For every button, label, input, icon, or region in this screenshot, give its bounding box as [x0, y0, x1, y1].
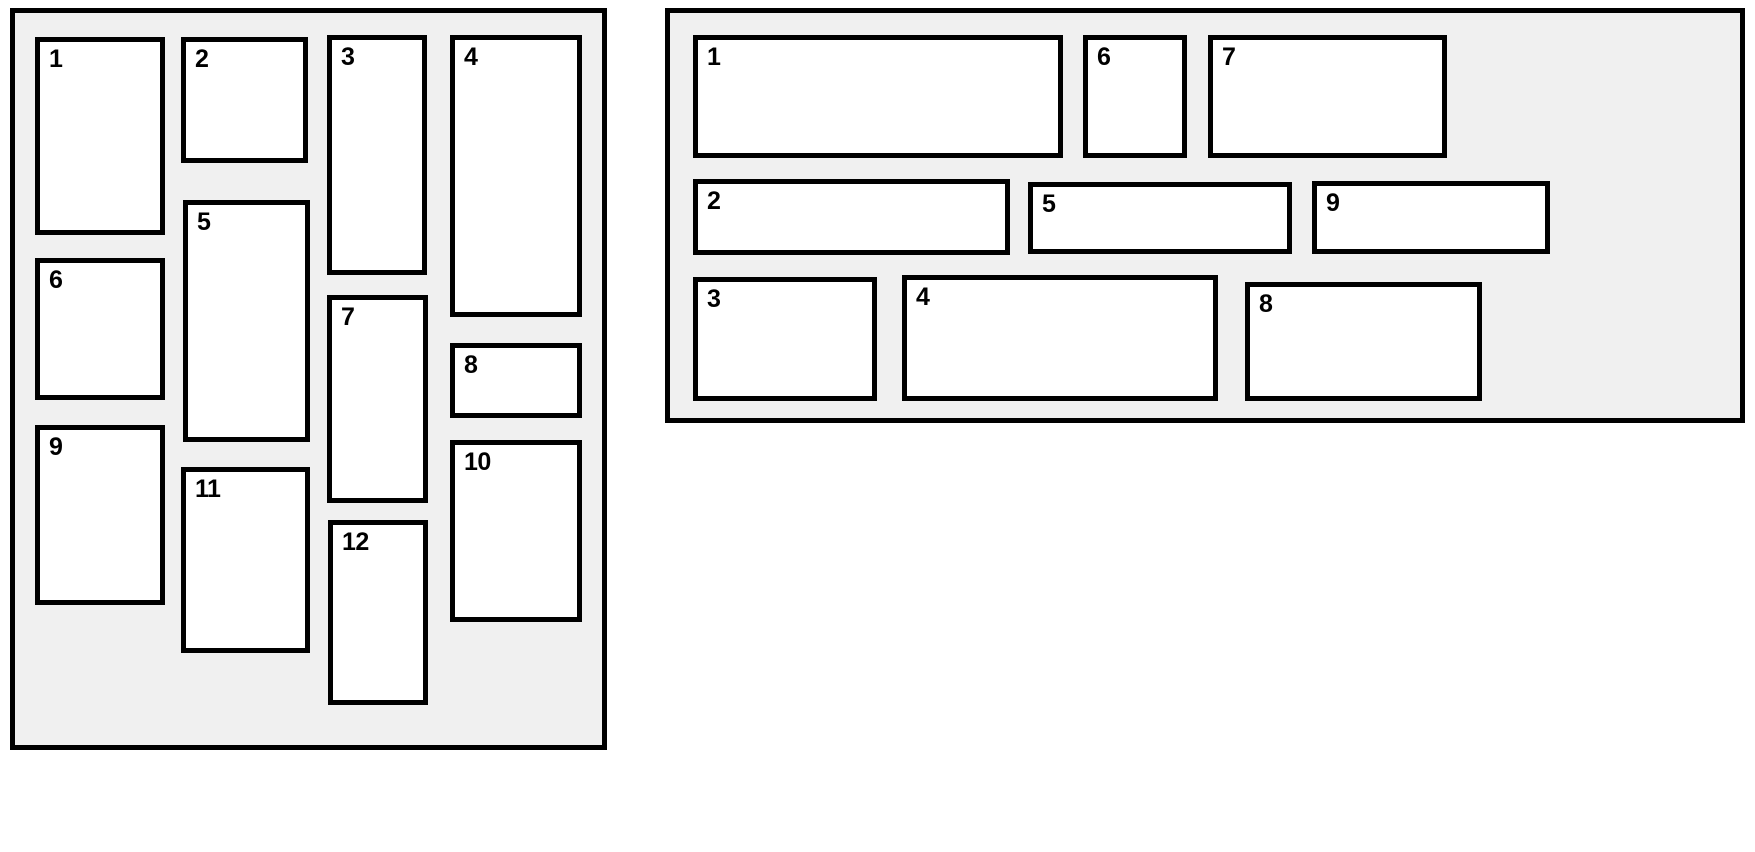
cell-label: 2: [707, 187, 721, 215]
cell-label: 8: [1259, 290, 1273, 318]
cell-label: 1: [707, 43, 721, 71]
cell-11[interactable]: 11: [181, 467, 310, 653]
cell-8[interactable]: 8: [1245, 282, 1482, 401]
cell-label: 11: [195, 475, 221, 503]
cell-label: 2: [195, 45, 209, 73]
cell-label: 7: [341, 303, 355, 331]
cell-8[interactable]: 8: [450, 343, 582, 418]
cell-3[interactable]: 3: [327, 35, 427, 275]
cell-label: 9: [1326, 189, 1340, 217]
cell-label: 3: [341, 43, 355, 71]
right-panel: 1 6 7 2 5 9 3 4 8: [665, 8, 1745, 423]
cell-5[interactable]: 5: [1028, 182, 1292, 254]
cell-label: 12: [342, 528, 369, 556]
cell-label: 3: [707, 285, 721, 313]
cell-9[interactable]: 9: [1312, 181, 1550, 254]
cell-5[interactable]: 5: [183, 200, 310, 442]
cell-label: 5: [1042, 190, 1056, 218]
cell-label: 10: [464, 448, 491, 476]
cell-6[interactable]: 6: [1083, 35, 1187, 158]
cell-label: 5: [197, 208, 211, 236]
cell-7[interactable]: 7: [327, 295, 428, 503]
cell-6[interactable]: 6: [35, 258, 165, 400]
cell-1[interactable]: 1: [35, 37, 165, 235]
cell-label: 6: [49, 266, 63, 294]
cell-label: 4: [916, 283, 930, 311]
cell-label: 8: [464, 351, 478, 379]
cell-9[interactable]: 9: [35, 425, 165, 605]
cell-4[interactable]: 4: [450, 35, 582, 317]
cell-10[interactable]: 10: [450, 440, 582, 622]
cell-label: 6: [1097, 43, 1111, 71]
cell-label: 9: [49, 433, 63, 461]
cell-label: 1: [49, 45, 63, 73]
cell-label: 4: [464, 43, 478, 71]
cell-4[interactable]: 4: [902, 275, 1218, 401]
cell-2[interactable]: 2: [693, 179, 1010, 255]
cell-1[interactable]: 1: [693, 35, 1063, 158]
cell-7[interactable]: 7: [1208, 35, 1447, 158]
cell-12[interactable]: 12: [328, 520, 428, 705]
cell-3[interactable]: 3: [693, 277, 877, 401]
cell-label: 7: [1222, 43, 1236, 71]
cell-2[interactable]: 2: [181, 37, 308, 163]
